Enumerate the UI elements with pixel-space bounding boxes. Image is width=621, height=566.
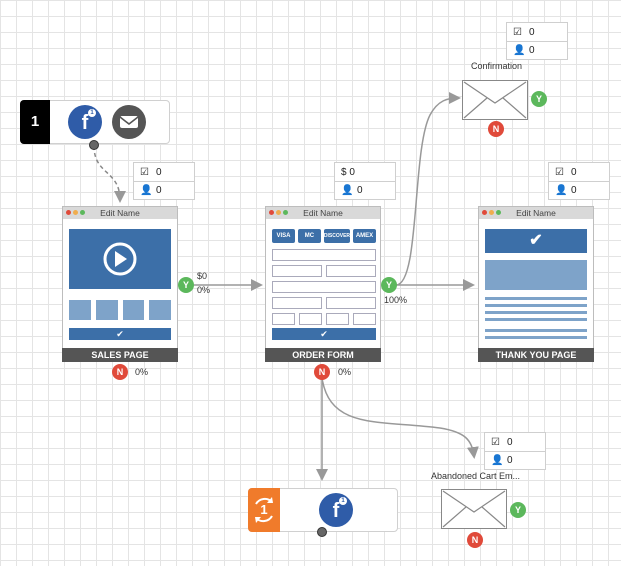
sync-icon: 1 bbox=[248, 488, 280, 532]
thank-you-stats: ☑0 👤0 bbox=[548, 162, 610, 200]
trigger-to-sales-line bbox=[93, 145, 126, 203]
confirmation-email-node[interactable] bbox=[462, 80, 528, 120]
order-yes-badge[interactable]: Y bbox=[381, 277, 397, 293]
thank-you-edit-name[interactable]: Edit Name bbox=[479, 207, 593, 219]
thumbnail-row bbox=[69, 300, 171, 320]
order-yes-percent: 100% bbox=[384, 295, 408, 305]
abandoned-cart-label: Abandoned Cart Em... bbox=[431, 471, 521, 481]
order-no-badge[interactable]: N bbox=[314, 364, 330, 380]
order-to-confirmation-line bbox=[395, 92, 461, 286]
checkbox-icon: ☑ bbox=[491, 436, 500, 448]
sales-page-edit-name[interactable]: Edit Name bbox=[63, 207, 177, 219]
order-no-percent: 0% bbox=[338, 367, 352, 377]
checkbox-icon: ☑ bbox=[555, 166, 564, 178]
order-submit-button: ✔ bbox=[272, 328, 376, 340]
bottom-trigger-connector[interactable] bbox=[317, 527, 327, 537]
image-block bbox=[485, 260, 587, 290]
trigger-count: 1 bbox=[260, 502, 268, 517]
email-icon bbox=[112, 105, 146, 139]
sales-no-percent: 0% bbox=[135, 367, 149, 377]
person-icon: 👤 bbox=[555, 185, 568, 196]
order-form-node[interactable]: Edit Name VISA MC DISCOVER AMEX ✔ ORDER … bbox=[265, 206, 381, 362]
credit-card-icons: VISA MC DISCOVER AMEX bbox=[272, 229, 376, 243]
person-icon: 👤 bbox=[491, 455, 504, 466]
confirmation-no-badge[interactable]: N bbox=[488, 121, 504, 137]
person-icon: 👤 bbox=[513, 45, 526, 56]
sales-cta-button: ✔ bbox=[69, 328, 171, 340]
visa-icon: VISA bbox=[272, 229, 295, 243]
abandoned-yes-badge[interactable]: Y bbox=[510, 502, 526, 518]
abandoned-cart-email-node[interactable] bbox=[441, 489, 507, 529]
sales-page-stats: ☑0 👤0 bbox=[133, 162, 195, 200]
text-lines bbox=[485, 297, 587, 339]
sales-page-node[interactable]: Edit Name ✔ SALES PAGE bbox=[62, 206, 178, 362]
envelope-icon bbox=[442, 490, 506, 528]
trigger-output-connector[interactable] bbox=[89, 140, 99, 150]
order-to-abandoned-line bbox=[321, 377, 479, 459]
form-fields bbox=[272, 249, 376, 325]
sales-yes-badge[interactable]: Y bbox=[178, 277, 194, 293]
play-icon bbox=[103, 242, 137, 276]
trigger-count-badge: 1 bbox=[20, 100, 50, 144]
order-revenue: $ 0 bbox=[341, 166, 355, 178]
envelope-icon bbox=[463, 81, 527, 119]
confirmation-label: Confirmation bbox=[471, 61, 523, 71]
thank-you-page-title: THANK YOU PAGE bbox=[478, 348, 594, 362]
abandoned-no-badge[interactable]: N bbox=[467, 532, 483, 548]
sales-yes-amount: $0 bbox=[197, 271, 208, 281]
order-form-title: ORDER FORM bbox=[265, 348, 381, 362]
sales-yes-percent: 0% bbox=[197, 285, 211, 295]
sales-page-title: SALES PAGE bbox=[62, 348, 178, 362]
order-form-stats: $ 0 👤0 bbox=[334, 162, 396, 200]
order-form-edit-name[interactable]: Edit Name bbox=[266, 207, 380, 219]
confirmation-yes-badge[interactable]: Y bbox=[531, 91, 547, 107]
thank-you-page-node[interactable]: Edit Name ✔ THANK YOU PAGE bbox=[478, 206, 594, 362]
abandoned-cart-stats: ☑0 👤0 bbox=[484, 432, 546, 470]
checkbox-icon: ☑ bbox=[140, 166, 149, 178]
mastercard-icon: MC bbox=[297, 229, 321, 243]
amex-icon: AMEX bbox=[353, 229, 376, 243]
sales-no-badge[interactable]: N bbox=[112, 364, 128, 380]
check-banner: ✔ bbox=[485, 229, 587, 253]
confirmation-stats: ☑0 👤0 bbox=[506, 22, 568, 60]
person-icon: 👤 bbox=[140, 185, 153, 196]
video-block bbox=[69, 229, 171, 289]
checkbox-icon: ☑ bbox=[513, 26, 522, 38]
discover-icon: DISCOVER bbox=[323, 229, 351, 243]
person-icon: 👤 bbox=[341, 185, 354, 196]
